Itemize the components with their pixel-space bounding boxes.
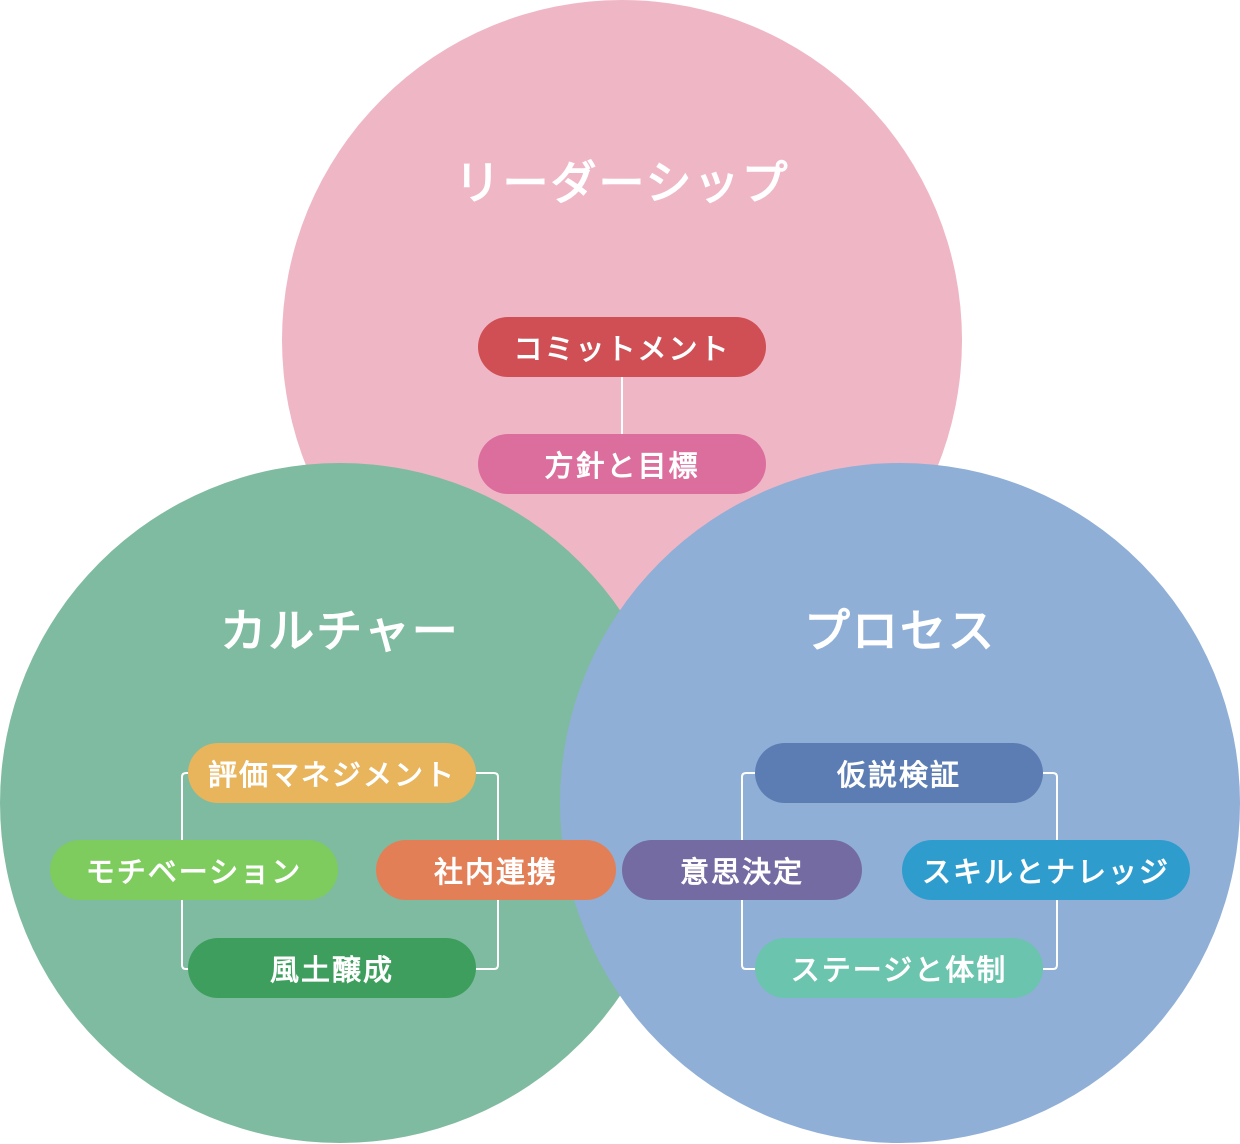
pill-commitment: コミットメント bbox=[478, 317, 766, 377]
culture-circle bbox=[0, 463, 680, 1143]
pill-motivation: モチベーション bbox=[50, 840, 338, 900]
pill-collaboration: 社内連携 bbox=[376, 840, 616, 900]
pill-decision: 意思決定 bbox=[622, 840, 862, 900]
culture-title: カルチャー bbox=[220, 604, 460, 658]
pill-evaluation: 評価マネジメント bbox=[188, 743, 476, 803]
pill-hypothesis: 仮説検証 bbox=[755, 743, 1043, 803]
pill-climate: 風土醸成 bbox=[188, 938, 476, 998]
pill-policy-goals: 方針と目標 bbox=[478, 434, 766, 494]
leadership-title: リーダーシップ bbox=[454, 156, 790, 210]
pill-skills: スキルとナレッジ bbox=[902, 840, 1190, 900]
pill-stages: ステージと体制 bbox=[755, 938, 1043, 998]
process-title: プロセス bbox=[804, 604, 996, 658]
process-circle bbox=[560, 463, 1240, 1143]
